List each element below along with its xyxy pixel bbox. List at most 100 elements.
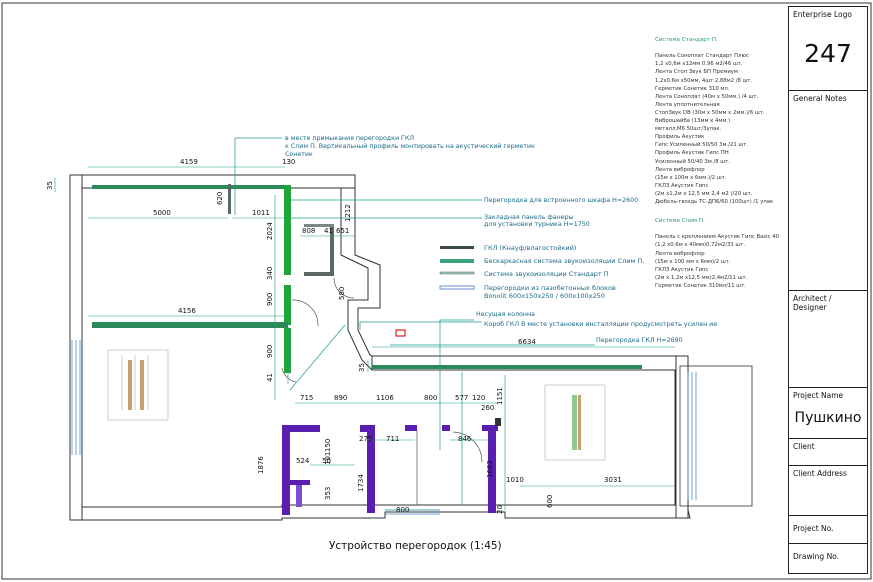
annotation-slim-junction-1: в месте примыкания перегородки ГКЛ [285, 135, 414, 142]
notes-line: Лента Соноплат (40м х 50мм.) /4 шт. [655, 93, 759, 100]
dim-ticks [54, 178, 369, 384]
client-address-label: Client Address [793, 469, 847, 478]
dim-label: 577 [455, 394, 468, 402]
notes-line: Виброшайба (13мм х 4мм.) [655, 118, 731, 125]
notes-line: металл,М6 50шт/3упак. [655, 126, 722, 133]
dim-label: 6634 [518, 338, 536, 346]
window-left [71, 340, 81, 455]
project-no-label: Project No. [793, 524, 834, 533]
dim-label: 35 [46, 181, 54, 190]
notes-line: ГКЛЗ Акустик Гипс [655, 182, 709, 189]
legend-label: Перегородки из пазобетонных блоков [484, 284, 616, 292]
notes-line: (15м х 100м х 6мм.)/2 шт. [655, 174, 727, 181]
notes-line: Гипс Усиленный 50/50 3м./21 шт. [655, 142, 749, 149]
notes-line: Профиль Акустик Гипс ПН [655, 150, 729, 157]
annotation-plywood-1: Закладная панель фанеры [484, 214, 574, 221]
dim-label: 101 [324, 452, 332, 465]
enterprise-logo-label: Enterprise Logo [793, 10, 852, 19]
notes-line: Усиленный 50/40 3м./8 шт. [655, 158, 730, 165]
project-name-cell: Project Name Пушкино [789, 388, 867, 439]
dim-label: 600 [546, 495, 554, 508]
dim-label: 4156 [178, 307, 196, 315]
sheet-number: 247 [804, 39, 852, 68]
legend-label: Bonolit 600х150х250 / 600х100х250 [484, 292, 605, 300]
dim-label: 150 [324, 439, 332, 452]
client-cell: Client [789, 439, 867, 466]
notes-line: 1,2х0,6м х50мм, 4шт 2,88м2 /8 шт. [655, 77, 753, 84]
dimension-lines [88, 166, 675, 511]
dim-label: 800 [424, 394, 437, 402]
project-name: Пушкино [794, 410, 862, 426]
notes-line: СтопЗвук DB (30м х 50мм х 2мм.)/6 шт. [655, 109, 765, 116]
dim-label: 5000 [153, 209, 171, 217]
notes-title-slim: Система Слим П. [655, 218, 705, 225]
dim-label: 1106 [376, 394, 394, 402]
annotations: в месте примыкания перегородки ГКЛ к Сли… [285, 135, 717, 344]
notes-line: Герметик Сонетик 310 мл. [655, 85, 730, 92]
notes-line: 1,2 х0,6м х12мм 0,96 м2/46 шт. [655, 61, 743, 68]
dim-label: 2024 [266, 222, 274, 240]
notes-line: Лента Стоп Звук БП Премиум [655, 69, 738, 76]
dim-label: 1011 [252, 209, 270, 217]
section-detail-right [544, 384, 606, 461]
material-notes: Система Стандарт П. Панель Соноплат Стан… [655, 28, 783, 298]
dim-label: 20 [496, 505, 504, 514]
notes-line: Дюбель-гвоздь ТС-ДП6/60 (100шт) /1 упак [655, 198, 774, 205]
notes-list-slim: Панель с креплением Акустик Гипс Basic 4… [655, 233, 783, 290]
dim-label: 900 [266, 345, 274, 358]
dim-label: 3031 [604, 476, 622, 484]
gkl-partitions [228, 184, 334, 276]
notes-line: Герметик Сонетик 310мл/11 шт. [655, 282, 746, 289]
dim-label: 41 [324, 227, 333, 235]
notes-line: Профиль Акустик [655, 134, 705, 141]
legend-label: ГКЛ (Кнауф/влагостойкий) [484, 244, 576, 252]
door-swings [281, 277, 483, 505]
dim-label: 260 [481, 404, 494, 412]
dim-label: 120 [472, 394, 485, 402]
column-marker [395, 329, 406, 337]
dimension-labels: 4159 5000 620 1011 130 2024 808 41 651 1… [46, 158, 622, 514]
notes-line: Панель с креплением Акустик Гипс Basic 4… [655, 234, 779, 241]
annotation-slim-junction-3: Сонетик [285, 151, 313, 158]
slim-partitions [92, 185, 642, 373]
dim-label: 580 [338, 287, 346, 300]
annotation-column: Несущая колонна [476, 311, 535, 318]
dim-label: 651 [336, 227, 349, 235]
dim-label: 846 [458, 435, 472, 443]
notes-title-standard: Система Стандарт П. [655, 37, 718, 44]
dim-label: 524 [296, 457, 310, 465]
title-block: Enterprise Logo 247 General Notes Archit… [788, 6, 868, 574]
dim-label: 41 [266, 373, 274, 382]
general-notes-cell: General Notes [789, 91, 867, 291]
logo-cell: Enterprise Logo 247 [789, 7, 867, 91]
dim-label: 1010 [506, 476, 524, 484]
project-no-cell: Project No. [789, 516, 867, 544]
dim-label: 4159 [180, 158, 198, 166]
outer-walls [69, 174, 691, 521]
notes-line: Лента виброфлор [655, 250, 705, 257]
client-address-cell: Client Address [789, 466, 867, 516]
dim-label: 275 [359, 435, 372, 443]
legend-label: Система звукоизоляции Стандарт П [484, 270, 609, 278]
legend-label: Бескаркасная система звукоизоляции Слим … [484, 257, 644, 265]
dim-label: 35 [358, 363, 366, 372]
block-partitions [282, 425, 498, 515]
notes-line: (2м х 1,2м х12,5 мм)2,4м2/11 шт. [655, 274, 748, 281]
dim-label: 1151 [496, 387, 504, 405]
notes-line: Лента уплотнительная [655, 101, 720, 108]
dim-label: 1876 [257, 456, 265, 474]
annotation-gkl-partition: Перегородка ГКЛ H=2690 [596, 337, 683, 344]
notes-line: (1,2 х0,6м х 40мм)0,72м2/33 шт. [655, 242, 746, 249]
dim-label: 130 [282, 158, 295, 166]
annotation-plywood-2: для установки турника H=1750 [484, 221, 590, 228]
client-label: Client [793, 442, 815, 451]
legend: ГКЛ (Кнауф/влагостойкий) Бескаркасная си… [484, 244, 644, 300]
notes-line: ГКЛЗ Акустик Гипс [655, 266, 709, 273]
dim-label: 808 [302, 227, 315, 235]
section-detail-left [107, 349, 169, 421]
dim-label: 800 [396, 506, 409, 514]
annotation-wardrobe: Перегородка для встроенного шкафа H=2600 [484, 197, 638, 204]
